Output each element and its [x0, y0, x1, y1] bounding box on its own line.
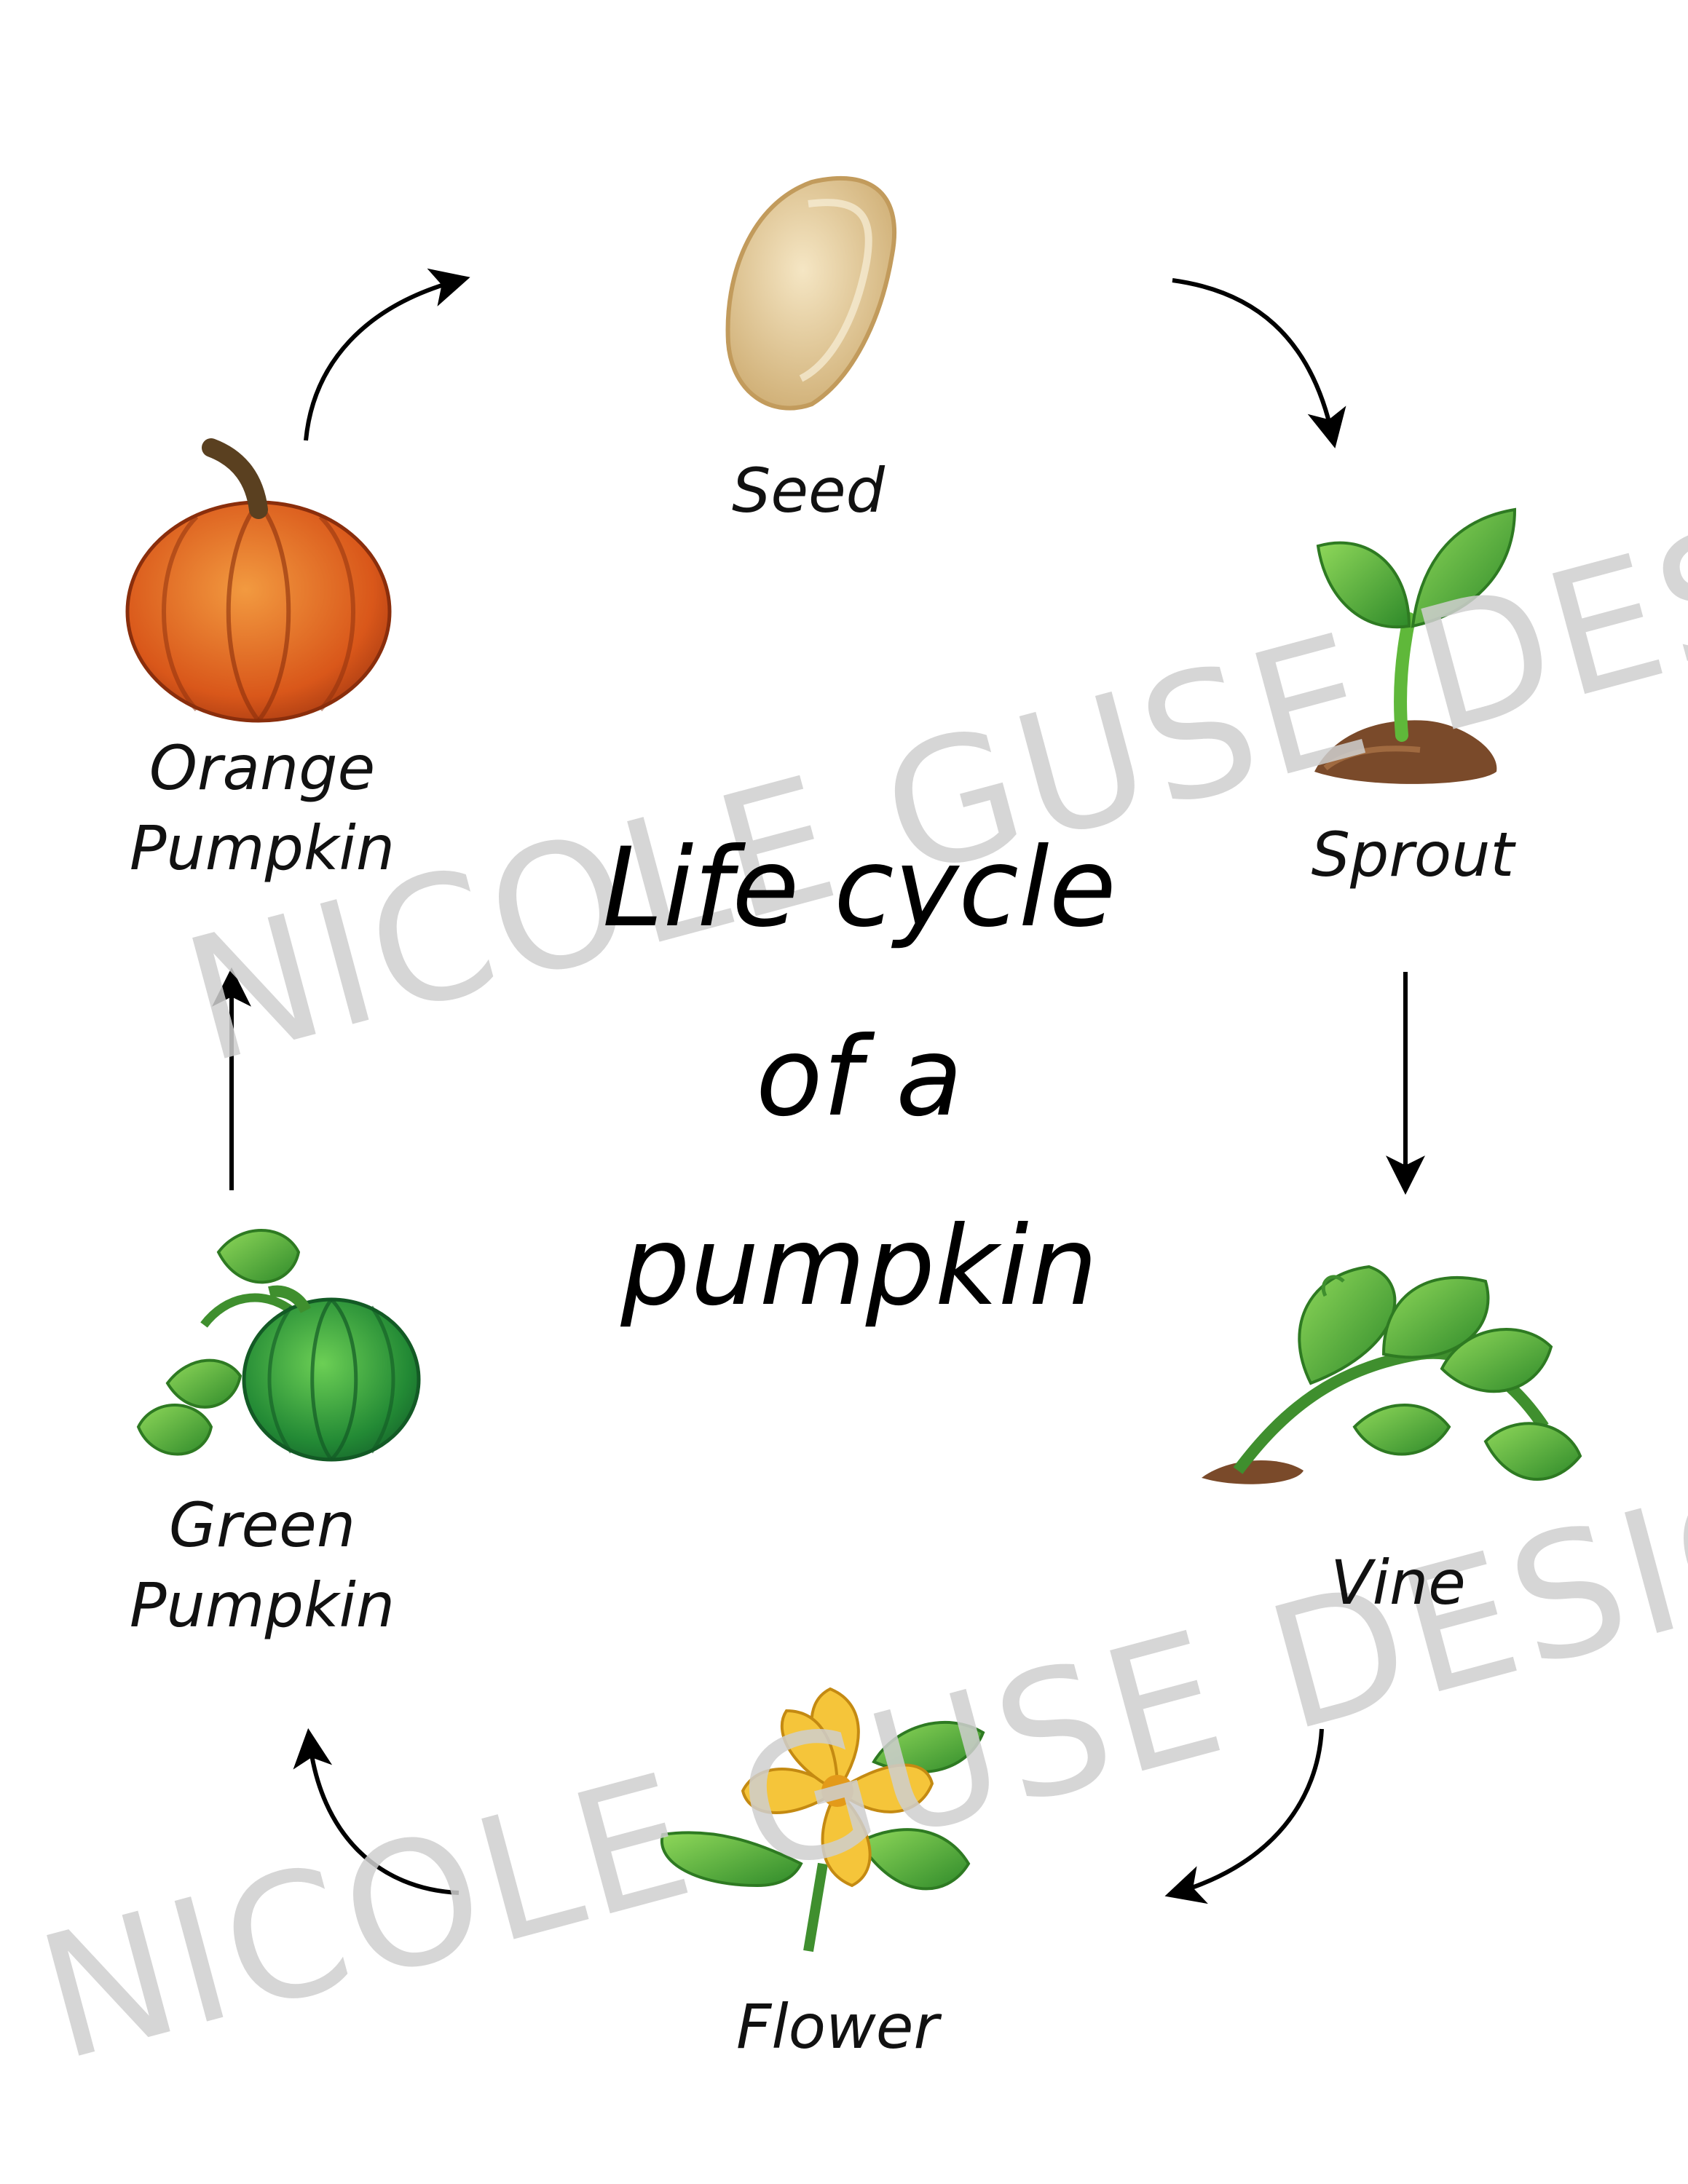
flower-label: Flower — [736, 1991, 939, 2062]
sprout-icon — [1314, 507, 1517, 784]
green-pumpkin-icon — [136, 1229, 421, 1462]
arrow-flower-to-green — [293, 1728, 460, 1895]
vine-label: Vine — [1330, 1547, 1466, 1618]
orange-pumpkin-label-line2: Pumpkin — [129, 812, 395, 884]
arrow-orange-to-seed — [304, 268, 470, 441]
vine-icon — [1202, 1265, 1582, 1484]
arrow-vine-to-flower — [1164, 1728, 1324, 1904]
green-pumpkin-label: Green Pumpkin — [117, 1485, 408, 1645]
diagram-title: Life cycle of a pumpkin — [524, 794, 1194, 1361]
arrow-seed-to-sprout — [1172, 278, 1346, 448]
flower-icon — [660, 1687, 985, 1952]
green-pumpkin-label-line2: Pumpkin — [129, 1570, 395, 1641]
orange-pumpkin-label: Orange Pumpkin — [117, 728, 408, 888]
seed-icon — [725, 175, 897, 411]
seed-label: Seed — [732, 455, 885, 526]
title-line-2: of a — [755, 1014, 963, 1141]
title-line-3: pumpkin — [620, 1203, 1098, 1330]
title-line-1: Life cycle — [602, 825, 1116, 951]
orange-pumpkin-label-line1: Orange — [149, 732, 376, 804]
sprout-label: Sprout — [1311, 819, 1515, 890]
orange-pumpkin-icon — [125, 438, 392, 723]
green-pumpkin-label-line1: Green — [168, 1489, 356, 1561]
